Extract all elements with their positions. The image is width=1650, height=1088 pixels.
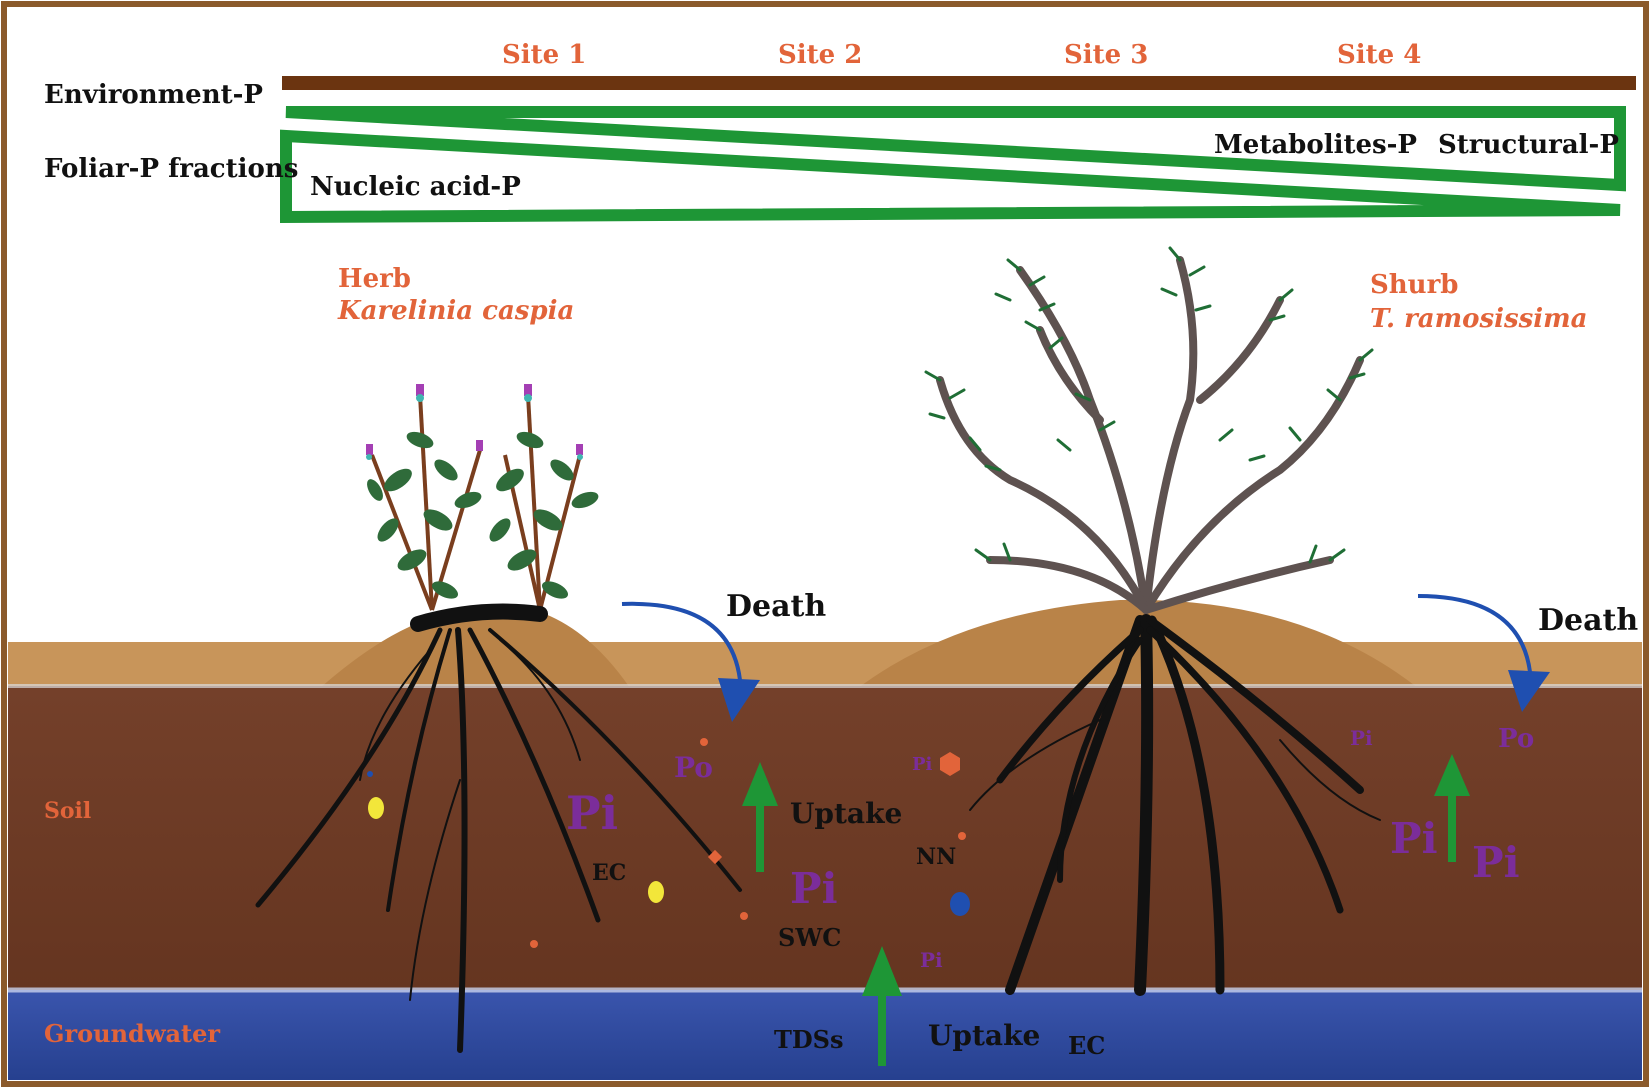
herb-type-label: Herb — [338, 264, 411, 294]
swc-label: SWC — [778, 923, 842, 952]
shrub-foliage — [924, 246, 1374, 564]
pi-label-center: Pi — [790, 864, 838, 913]
ec-label-groundwater: EC — [1068, 1031, 1106, 1060]
uptake-arrow-groundwater — [862, 946, 902, 1066]
herb-leaves — [367, 431, 599, 599]
site-1-label: Site 1 — [502, 40, 587, 70]
environment-p-label: Environment-P — [44, 80, 263, 110]
nucleic-acid-p-label: Nucleic acid-P — [310, 172, 521, 202]
site-2-label: Site 2 — [778, 40, 863, 70]
foliar-p-wedges — [280, 106, 1626, 224]
nn-label: NN — [916, 844, 957, 870]
foliar-p-label: Foliar-P fractions — [44, 154, 299, 184]
uptake-arrow-right — [1434, 754, 1470, 862]
herb-plant — [255, 384, 742, 1053]
tds-label: TDSs — [774, 1025, 844, 1054]
death-arrow-right — [1417, 594, 1550, 712]
shrub-roots — [969, 614, 1381, 996]
pi-label-small-mid: Pi — [912, 754, 933, 775]
death-arrow-left — [621, 601, 760, 722]
pi-label-right-a: Pi — [1390, 814, 1438, 863]
herb-species-label: Karelinia caspia — [338, 296, 575, 326]
site-4-label: Site 4 — [1337, 40, 1422, 70]
nucleic-acid-wedge — [280, 129, 1621, 224]
herb-roots — [255, 627, 742, 1053]
pi-label-right-b: Pi — [1472, 838, 1520, 887]
po-label-left: Po — [674, 751, 713, 784]
death-label-left: Death — [726, 589, 827, 624]
environment-p-bar — [282, 76, 1636, 90]
herb-soil-mound — [320, 612, 630, 688]
structural-p-label: Structural-P — [1438, 130, 1619, 160]
soil-particles — [367, 738, 970, 948]
pi-label-small-low: Pi — [920, 948, 943, 972]
po-label-right: Po — [1498, 724, 1535, 754]
death-label-right: Death — [1538, 603, 1639, 638]
groundwater-layer — [8, 990, 1642, 1080]
herb-root-crown — [410, 603, 548, 632]
pi-label-small-right: Pi — [1350, 726, 1373, 750]
groundwater-layer-label: Groundwater — [44, 1019, 221, 1048]
soil-layer — [8, 686, 1642, 990]
shrub-type-label: Shurb — [1370, 270, 1459, 300]
shrub-species-label: T. ramosissima — [1370, 304, 1588, 334]
shrub-plant — [924, 246, 1381, 996]
metabolites-p-label: Metabolites-P — [1214, 130, 1417, 160]
soil-layer-label: Soil — [44, 798, 92, 824]
herb-flowers — [366, 384, 583, 460]
uptake-arrow-soil — [742, 762, 778, 872]
uptake-label-soil: Uptake — [790, 797, 903, 830]
ec-label-soil: EC — [592, 860, 627, 886]
pi-label-big-left: Pi — [566, 786, 619, 840]
site-3-label: Site 3 — [1064, 40, 1149, 70]
uptake-label-groundwater: Uptake — [928, 1019, 1041, 1052]
metabolites-structural-wedge — [285, 106, 1626, 192]
